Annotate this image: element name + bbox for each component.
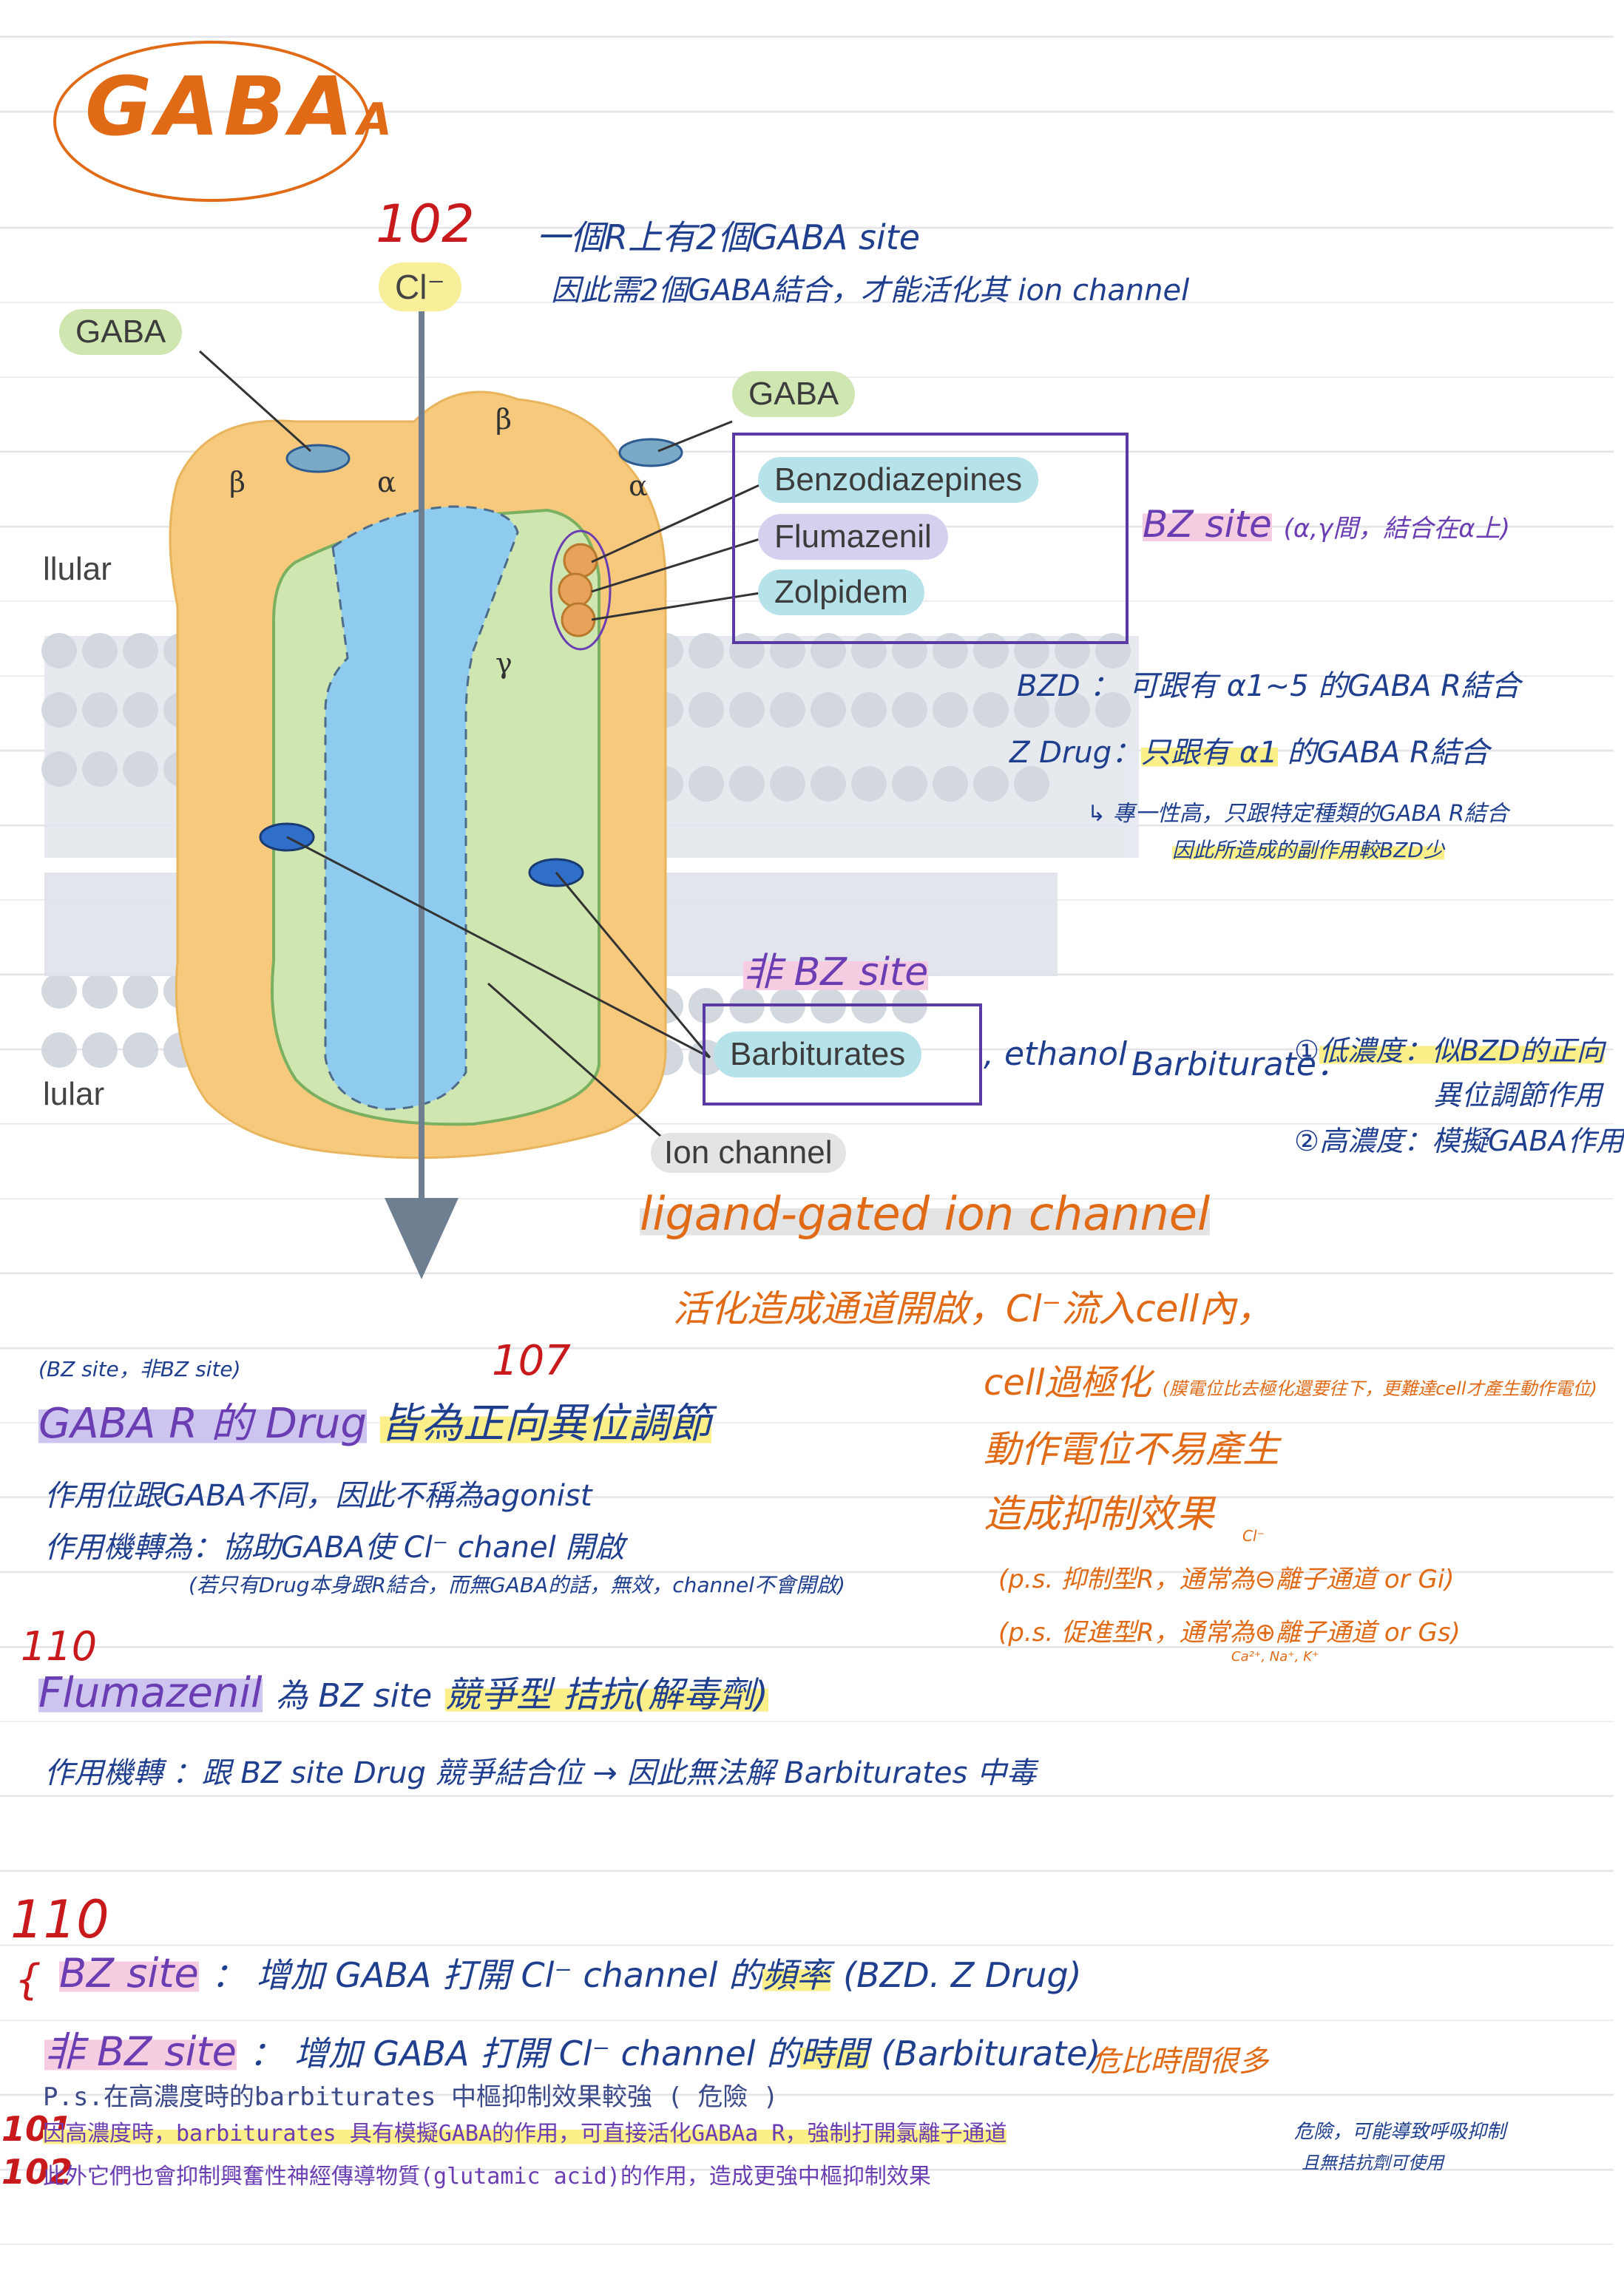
non-bz-site-text: 非 BZ site xyxy=(743,950,929,995)
hyperpol-note: (膜電位比去極化還要往下，更難達cell才產生動作電位) xyxy=(1162,1378,1597,1399)
ps-inhib-sup: Cl⁻ xyxy=(1242,1527,1265,1545)
subunit-alpha-left: α xyxy=(377,466,396,498)
title-oval xyxy=(53,41,370,202)
barb-high: ②高濃度：模擬GABA作用 xyxy=(1294,1118,1624,1159)
page-ref-110a: 110 xyxy=(21,1623,98,1670)
bz-row-drugs: (BZD. Z Drug) xyxy=(843,1955,1082,1995)
activation-note: 活化造成通道開啟，Cl⁻流入cell內， xyxy=(673,1287,1273,1330)
bz-site-row: BZ site ： 增加 GABA 打開 Cl⁻ channel 的頻率 (BZ… xyxy=(59,1948,1082,1997)
ligand-gated-text: ligand-gated ion channel xyxy=(640,1187,1211,1241)
intracellular-label: lular xyxy=(43,1076,105,1112)
bz-site-note: (α,γ間，結合在α上) xyxy=(1283,514,1510,544)
ps-excit-sub: Ca²⁺, Na⁺, K⁺ xyxy=(1231,1649,1319,1665)
barbiturates-box xyxy=(703,1003,982,1106)
page-title: GABAA xyxy=(85,59,396,154)
ligand-gated-label: ligand-gated ion channel xyxy=(640,1187,1211,1241)
ps-excit-note: (p.s. 促進型R，通常為⊕離子通道 or Gs) xyxy=(998,1618,1461,1648)
zdrug-line: Z Drug：只跟有 α1 的GABA R結合 xyxy=(1009,728,1489,771)
bz-row-text: ： 增加 GABA 打開 Cl⁻ channel 的 xyxy=(211,1955,762,1995)
flumazenil-heading: Flumazenil 為 BZ site 競爭型 拮抗(解毒劑) xyxy=(38,1665,768,1717)
barb-low2: 異位調節作用 xyxy=(1433,1079,1603,1111)
hyperpolarization: cell過極化 (膜電位比去極化還要往下，更難達cell才產生動作電位) xyxy=(984,1353,1597,1405)
flumazenil-text: Flumazenil xyxy=(38,1669,263,1717)
ps-inhib-note: (p.s. 抑制型R，通常為⊖離子通道 or Gi) xyxy=(998,1565,1455,1594)
flum-mid: 為 BZ site xyxy=(275,1677,433,1715)
site-note: (BZ site，非BZ site) xyxy=(38,1357,241,1381)
zdrug-sub2: 因此所造成的副作用較BZD少 xyxy=(1172,834,1444,864)
mechanism-sub: (若只有Drug本身跟R結合，而無GABA的話，無效，channel不會開啟) xyxy=(189,1573,845,1597)
subunit-alpha-right: α xyxy=(629,470,648,502)
nonbz-note: 危比時間很多 xyxy=(1091,2045,1268,2079)
gaba-drug-heading: GABA R 的 Drug 皆為正向異位調節 xyxy=(38,1390,711,1450)
barb-low: ①低濃度：似BZD的正向 xyxy=(1294,1028,1605,1069)
zdrug-prefix: Z Drug： xyxy=(1009,736,1142,770)
barb-high-text: 高濃度：模擬GABA作用 xyxy=(1319,1125,1624,1157)
bz-drug-box xyxy=(732,433,1129,644)
note-top-line2: 因此需2個GABA結合，才能活化其 ion channel xyxy=(551,274,1190,308)
flum-mechanism: 作用機轉 ：跟 BZ site Drug 競爭結合位 → 因此無法解 Barbi… xyxy=(44,1756,1037,1790)
mechanism-note: 作用機轉為：協助GABA使 Cl⁻ chanel 開啟 xyxy=(44,1531,625,1565)
gaba-drug-rest: 皆為正向異位調節 xyxy=(379,1400,711,1448)
bz-site-heading: BZ site (α,γ間，結合在α上) xyxy=(1143,503,1510,546)
ps-line: P.s.在高濃度時的barbiturates 中樞抑制效果較強 ( 危險 ) xyxy=(43,2082,779,2112)
ion-channel-label: Ion channel xyxy=(651,1133,846,1173)
note-top-line1: 一個R上有2個GABA site xyxy=(536,217,921,257)
cl-ion-label: Cl⁻ xyxy=(379,263,461,311)
line-101-text: 因高濃度時，barbiturates 具有模擬GABA的作用，可直接活化GABA… xyxy=(43,2121,1007,2147)
drug-benzodiazepines: Benzodiazepines xyxy=(758,457,1039,503)
gaba-drug-text: GABA R 的 Drug xyxy=(38,1400,367,1448)
nonbz-row-label: 非 BZ site xyxy=(44,2028,237,2075)
nonbz-row-text: ： 增加 GABA 打開 Cl⁻ channel 的 xyxy=(249,2034,801,2073)
brace-top: { xyxy=(15,1956,41,2004)
non-bz-site-row: 非 BZ site ： 增加 GABA 打開 Cl⁻ channel 的時間 (… xyxy=(44,2019,1101,2077)
non-bz-site-heading: 非 BZ site xyxy=(743,941,929,996)
gaba-label-left: GABA xyxy=(59,309,183,355)
action-potential-note: 動作電位不易產生 xyxy=(984,1428,1279,1471)
line-101: 因高濃度時，barbiturates 具有模擬GABA的作用，可直接活化GABA… xyxy=(43,2115,1007,2147)
barb-high-num: ② xyxy=(1294,1125,1320,1157)
gaba-label-right: GABA xyxy=(732,371,856,417)
line-102: 此外它們也會抑制興奮性神經傳導物質(glutamic acid)的作用，造成更強… xyxy=(43,2164,931,2190)
barb-low-num: ① xyxy=(1294,1035,1320,1067)
page-ref-102b: 102 xyxy=(1,2152,73,2192)
zdrug-suffix: 的GABA R結合 xyxy=(1277,736,1490,770)
nonbz-row-drugs: (Barbiturate) xyxy=(881,2034,1101,2073)
nonbz-row-highlight: 時間 xyxy=(800,2034,869,2073)
drug-zolpidem: Zolpidem xyxy=(758,569,924,615)
subunit-gamma: γ xyxy=(495,647,512,680)
zdrug-highlight: 只跟有 α1 xyxy=(1141,736,1278,770)
title-main: GABA xyxy=(85,59,358,154)
line-101-note2: 且無拮抗劑可使用 xyxy=(1302,2153,1444,2173)
bzd-line: BZD ： 可跟有 α1~5 的GABA R結合 xyxy=(1017,669,1520,703)
subunit-beta-left: β xyxy=(229,466,246,498)
subunit-beta-right: β xyxy=(495,403,512,436)
zdrug-sub1: ↳ 專一性高，只跟特定種類的GABA R結合 xyxy=(1087,801,1509,827)
bz-site-text: BZ site xyxy=(1143,503,1272,546)
barb-low-text: 低濃度：似BZD的正向 xyxy=(1319,1035,1605,1067)
page-ref-102: 102 xyxy=(376,194,475,254)
zdrug-sub2-text: 因此所造成的副作用較BZD少 xyxy=(1172,838,1444,862)
page-ref-110b: 110 xyxy=(10,1889,109,1950)
bz-row-label: BZ site xyxy=(59,1950,199,1997)
inhibition-note: 造成抑制效果 xyxy=(984,1492,1215,1537)
page-ref-107: 107 xyxy=(492,1337,571,1385)
barbiturate-label: Barbiturate： xyxy=(1131,1046,1349,1083)
extracellular-label: llular xyxy=(43,551,112,587)
hyperpol-text: cell過極化 xyxy=(984,1362,1151,1404)
drug-barbiturates: Barbiturates xyxy=(714,1032,922,1077)
title-subscript: A xyxy=(357,94,396,146)
bz-row-highlight: 頻率 xyxy=(762,1955,830,1995)
ethanol-label: , ethanol xyxy=(984,1035,1128,1073)
cl-flow-arrow xyxy=(385,1198,459,1279)
gaba-receptor-diagram: β α β α γ xyxy=(41,296,1139,1279)
line-101-note1: 危險，可能導致呼吸抑制 xyxy=(1294,2121,1506,2143)
flum-highlight: 競爭型 拮抗(解毒劑) xyxy=(445,1674,768,1716)
act-site-note: 作用位跟GABA不同，因此不稱為agonist xyxy=(44,1479,592,1513)
drug-flumazenil: Flumazenil xyxy=(758,514,948,560)
